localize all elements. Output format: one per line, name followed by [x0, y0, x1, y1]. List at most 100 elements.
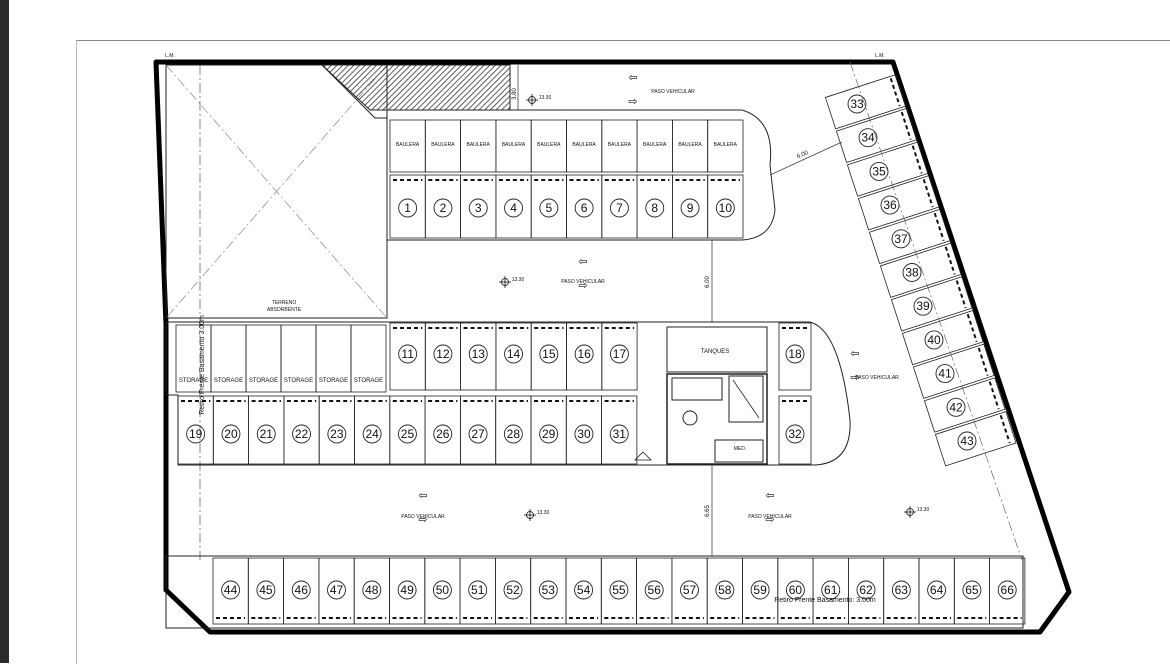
parking-space: 50	[424, 557, 461, 625]
space-number-circle	[609, 424, 629, 444]
arrow-right-icon: ⇨	[850, 372, 859, 384]
parking-space: 26	[424, 395, 461, 465]
space-number-circle	[574, 424, 594, 444]
space-number: 8	[651, 201, 658, 215]
parking-space: 38	[879, 242, 962, 298]
space-number: 61	[824, 583, 838, 597]
ramp-hatch	[320, 64, 511, 111]
space-number-circle	[186, 424, 206, 444]
storage-label: BAULERA	[467, 142, 491, 148]
driveway-label: ⇦⇨PASO VEHICULAR	[748, 490, 792, 526]
storage-unit: BAULERA	[530, 119, 567, 173]
space-number: 40	[927, 333, 941, 347]
space-number: 59	[753, 583, 767, 597]
space-number-circle	[902, 263, 922, 282]
space-number-circle	[785, 424, 805, 444]
space-number-circle	[433, 424, 453, 444]
storage-label: STORAGE	[179, 378, 208, 384]
absorbent-terrain: TERRENO ABSORBENTE	[165, 64, 388, 560]
driveway-text: PASO VEHICULAR	[748, 514, 792, 520]
level-value: 13.30	[917, 507, 930, 513]
space-number: 51	[471, 583, 485, 597]
space-number: 37	[894, 232, 908, 246]
space-number-circle	[785, 344, 805, 364]
parking-space: 21	[248, 395, 285, 465]
driveway-label: ⇦⇨PASO VEHICULAR	[850, 348, 899, 384]
space-number-circle	[256, 424, 276, 444]
parking-space: 32	[778, 395, 812, 465]
parking-space: 47	[318, 557, 355, 625]
storage-label: STORAGE	[214, 378, 243, 384]
parking-space: 63	[883, 557, 920, 625]
parking-space: 40	[901, 309, 984, 366]
storage-unit: BAULERA	[495, 119, 532, 173]
storage-label: BAULERA	[678, 142, 702, 148]
storage-unit: STORAGE	[350, 324, 387, 393]
space-number: 49	[400, 583, 414, 597]
storage-label: STORAGE	[249, 378, 278, 384]
level-value: 13.30	[512, 277, 525, 283]
parking-space: 14	[495, 322, 532, 391]
storage-unit: BAULERA	[707, 119, 744, 173]
space-number: 4	[510, 201, 517, 215]
arrow-left-icon: ⇦	[578, 256, 587, 268]
arrow-right-icon: ⇨	[628, 96, 637, 108]
space-number: 55	[612, 583, 626, 597]
parking-space: 25	[389, 395, 426, 465]
space-number-circle	[398, 198, 418, 218]
space-number: 24	[365, 427, 379, 441]
ramp-edge	[321, 64, 387, 119]
space-number-circle	[468, 198, 488, 218]
space-number: 45	[259, 583, 273, 597]
space-number-circle	[680, 198, 700, 218]
parking-space: 13	[460, 322, 497, 391]
parking-space: 55	[600, 557, 637, 625]
space-number: 5	[546, 201, 553, 215]
space-number: 52	[506, 583, 520, 597]
parking-space: 42	[923, 377, 1006, 433]
storage-label: BAULERA	[396, 142, 420, 148]
setback-bottom: Retiro Frente Basamento: 3.00m	[774, 597, 876, 604]
space-number: 1	[404, 201, 411, 215]
dim-bottom-gap: 6.65	[705, 505, 711, 517]
space-number-circle	[913, 296, 933, 316]
space-number-circle	[504, 344, 523, 364]
parking-space: 43	[934, 411, 1017, 467]
parking-space: 10	[707, 174, 744, 239]
space-number: 29	[542, 427, 556, 441]
driveway-label: ⇦⇨PASO VEHICULAR	[561, 256, 605, 292]
space-number-circle	[468, 580, 488, 600]
arrow-right-icon: ⇨	[765, 514, 774, 526]
parking-space: 30	[565, 395, 602, 465]
level-marker: 13.30	[524, 509, 549, 521]
top-block	[386, 109, 776, 241]
space-number-circle	[935, 364, 955, 384]
parking-space: 45	[247, 557, 285, 625]
parking-space: 19	[177, 395, 214, 465]
space-number-circle	[610, 344, 629, 364]
parking-space: 57	[671, 557, 708, 625]
space-number-circle	[292, 424, 311, 444]
terrain-label-2: ABSORBENTE	[267, 307, 302, 313]
space-number-circle	[539, 344, 559, 364]
space-number: 50	[436, 583, 450, 597]
space-number-circle	[962, 580, 982, 600]
space-number: 13	[472, 347, 486, 361]
parking-space: 4	[495, 174, 532, 239]
space-number-circle	[785, 580, 805, 600]
parking-space: 6	[566, 174, 603, 239]
storage-label: STORAGE	[319, 378, 348, 384]
space-number: 39	[916, 299, 930, 313]
parking-space: 8	[636, 174, 673, 239]
space-number-circle	[221, 424, 241, 444]
space-number-circle	[645, 198, 665, 218]
space-number-circle	[362, 424, 382, 444]
space-number-circle	[821, 580, 841, 600]
parking-space: 15	[530, 322, 567, 391]
terrain-label-1: TERRENO	[272, 300, 297, 306]
parking-space: 37	[868, 208, 951, 265]
storage-label: BAULERA	[431, 142, 455, 148]
parking-space: 53	[530, 557, 567, 625]
parking-space: 29	[530, 395, 567, 465]
